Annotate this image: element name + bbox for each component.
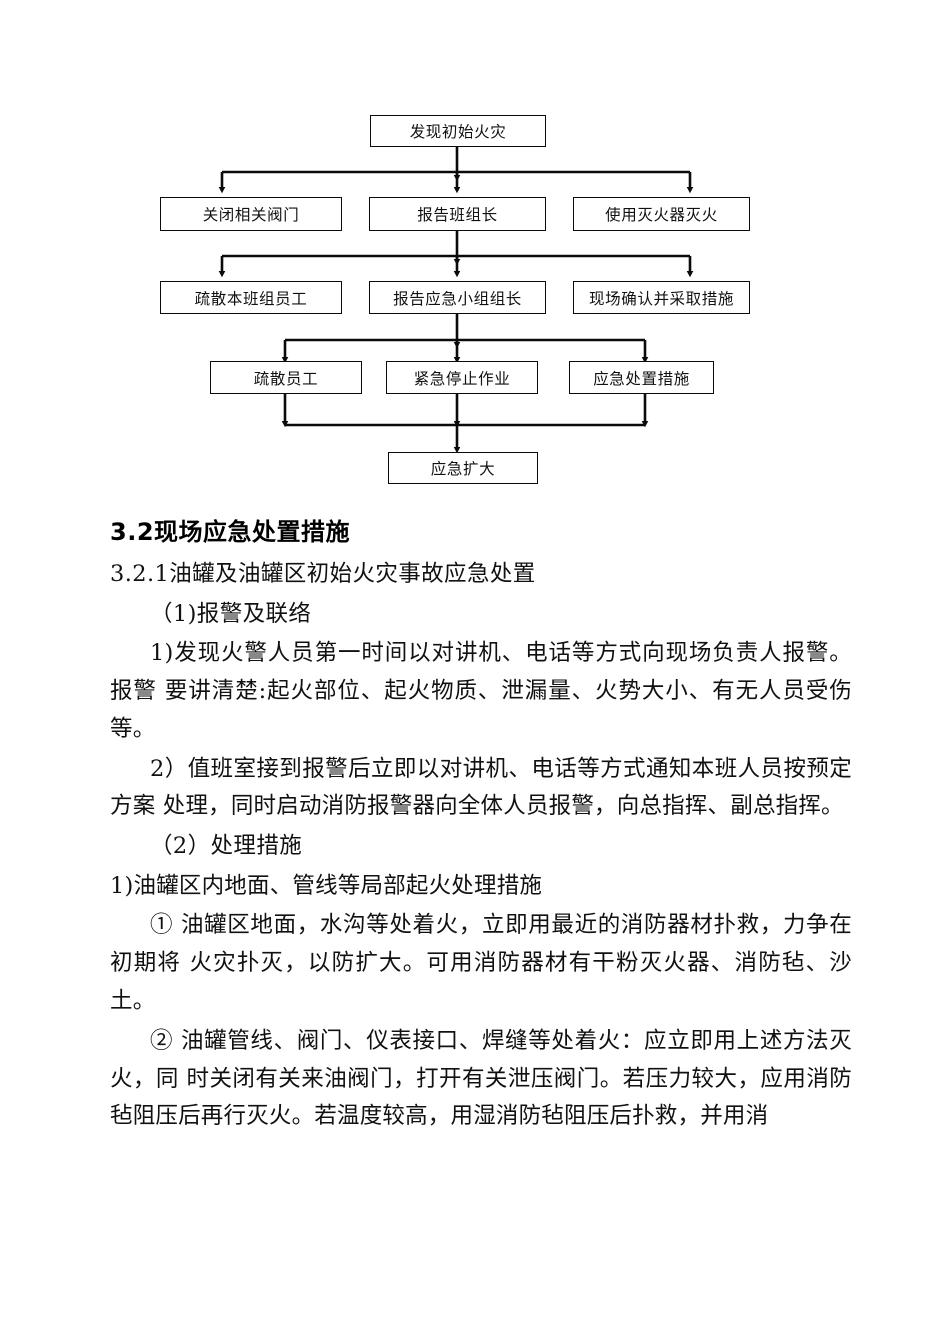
paragraph-tank-ground-fire: ① 油罐区地面，水沟等处着火，立即用最近的消防器材扑救，力争在初期将 火灾扑灭，… (110, 912, 852, 1015)
flow-node-close-valves: 关闭相关阀门 (160, 197, 342, 231)
flow-node-label: 报告班组长 (417, 206, 498, 224)
flow-node-label: 使用灭火器灭火 (605, 206, 718, 224)
flow-node-onsite-confirm-measures: 现场确认并采取措施 (573, 281, 750, 314)
flow-node-emergency-disposal-measures: 应急处置措施 (569, 361, 714, 394)
section-label-alarm-contact: （1)报警及联络 (150, 600, 312, 627)
paragraph-duty-room-notification: 2）值班室接到报警后立即以对讲机、电话等方式通知本班人员按预定方案 处理，同时启… (110, 755, 852, 820)
flow-node-label: 疏散员工 (253, 369, 319, 388)
subsection-heading-3-2-1: 3.2.1油罐及油罐区初始火灾事故应急处置 (110, 561, 536, 588)
flow-node-label: 疏散本班组员工 (194, 289, 308, 308)
flow-node-label: 报告应急小组组长 (393, 289, 522, 308)
flow-node-label: 应急扩大 (430, 460, 496, 478)
flow-node-discover-fire: 发现初始火灾 (370, 115, 546, 147)
flow-node-use-extinguisher: 使用灭火器灭火 (573, 197, 750, 231)
flow-node-label: 现场确认并采取措施 (589, 289, 734, 308)
paragraph-pipeline-valve-fire: ② 油罐管线、阀门、仪表接口、焊缝等处着火：应立即用上述方法灭火，同 时关闭有关… (110, 1027, 852, 1130)
flow-node-evacuate-staff: 疏散员工 (210, 361, 362, 394)
flow-node-label: 发现初始火灾 (409, 123, 507, 141)
flowchart-connectors (218, 147, 694, 454)
paragraph-alarm-reporting: 1)发现火警人员第一时间以对讲机、电话等方式向现场负责人报警。报警 要讲清楚:起… (110, 640, 852, 742)
flow-node-label: 应急处置措施 (593, 369, 690, 388)
section-heading-3-2: 3.2现场应急处置措施 (110, 518, 351, 546)
flow-node-emergency-stop-operation: 紧急停止作业 (386, 361, 538, 394)
flow-node-evacuate-team-staff: 疏散本班组员工 (160, 281, 342, 314)
paragraph-tank-area-local-fire: 1)油罐区内地面、管线等局部起火处理措施 (110, 872, 543, 899)
flow-node-report-emergency-group-leader: 报告应急小组组长 (369, 281, 546, 314)
section-label-handling-measures: （2）处理措施 (150, 833, 303, 860)
flow-node-label: 关闭相关阀门 (202, 206, 300, 224)
emergency-response-flowchart: 发现初始火灾 关闭相关阀门 报告班组长 使用灭火器灭火 疏散本班组员工 报告应急… (0, 0, 950, 500)
flow-node-report-team-leader: 报告班组长 (369, 197, 546, 231)
flow-node-emergency-escalation: 应急扩大 (388, 452, 538, 484)
flow-node-label: 紧急停止作业 (413, 369, 511, 388)
document-body: 3.2现场应急处置措施 3.2.1油罐及油罐区初始火灾事故应急处置 （1)报警及… (110, 516, 852, 1138)
